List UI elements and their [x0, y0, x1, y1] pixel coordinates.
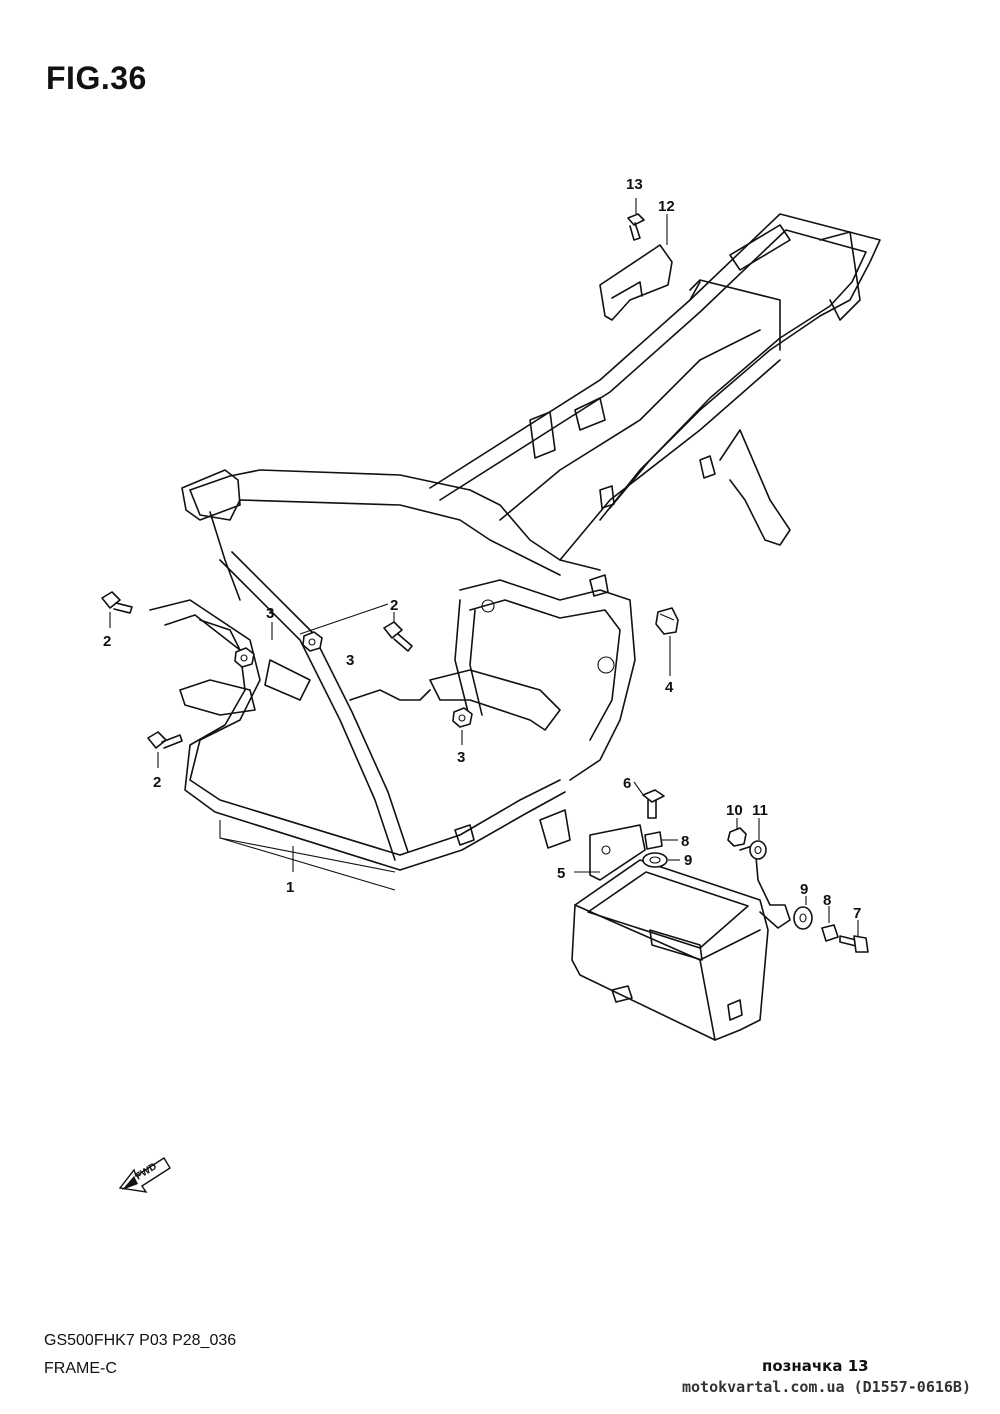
battery-holder-5	[571, 824, 791, 1041]
collar-8-right	[821, 924, 839, 942]
nut-3-mid	[302, 631, 323, 652]
callout-8-top: 8	[681, 833, 689, 850]
callout-6: 6	[623, 775, 631, 792]
callout-4: 4	[665, 679, 674, 696]
frame-assembly	[149, 213, 881, 871]
nut-10	[727, 827, 747, 847]
nut-3-right	[452, 707, 473, 728]
nut-3-left	[234, 647, 255, 668]
forward-direction-icon: FWD	[118, 1157, 171, 1193]
model-code: GS500FHK7 P03 P28_036	[44, 1332, 237, 1349]
callout-5: 5	[557, 865, 565, 882]
callout-9-top: 9	[684, 852, 692, 869]
figure-title: FIG.36	[46, 60, 147, 96]
bolt-2-lower-left	[147, 731, 183, 749]
footer-label: позначка 13	[762, 1357, 869, 1375]
callout-8-right: 8	[823, 892, 831, 909]
callout-3-right: 3	[457, 749, 465, 766]
washer-11	[749, 840, 767, 860]
callout-3-mid: 3	[346, 652, 354, 669]
cushion-9-top	[642, 852, 668, 868]
bolt-2-upper-left	[101, 591, 133, 614]
callout-13: 13	[626, 176, 643, 193]
callout-2-lower-left: 2	[153, 774, 161, 791]
bolt-2-center	[383, 621, 413, 652]
callout-9-right: 9	[800, 881, 808, 898]
bolt-7	[839, 935, 869, 953]
source-watermark: motokvartal.com.ua (D1557-0616B)	[682, 1378, 971, 1396]
callout-10: 10	[726, 802, 743, 819]
callout-3-left: 3	[266, 605, 274, 622]
callout-7: 7	[853, 905, 861, 922]
section-name: FRAME-C	[44, 1360, 117, 1377]
bolt-13	[627, 213, 645, 241]
grommet-4	[655, 607, 679, 635]
callout-2-upper-left: 2	[103, 633, 111, 650]
bolt-6	[642, 789, 665, 819]
callout-2-center: 2	[390, 597, 398, 614]
collar-8-top	[644, 831, 663, 850]
callout-12: 12	[658, 198, 675, 215]
callout-11: 11	[752, 802, 768, 819]
callout-1: 1	[286, 879, 294, 896]
cushion-9-right	[793, 906, 813, 930]
